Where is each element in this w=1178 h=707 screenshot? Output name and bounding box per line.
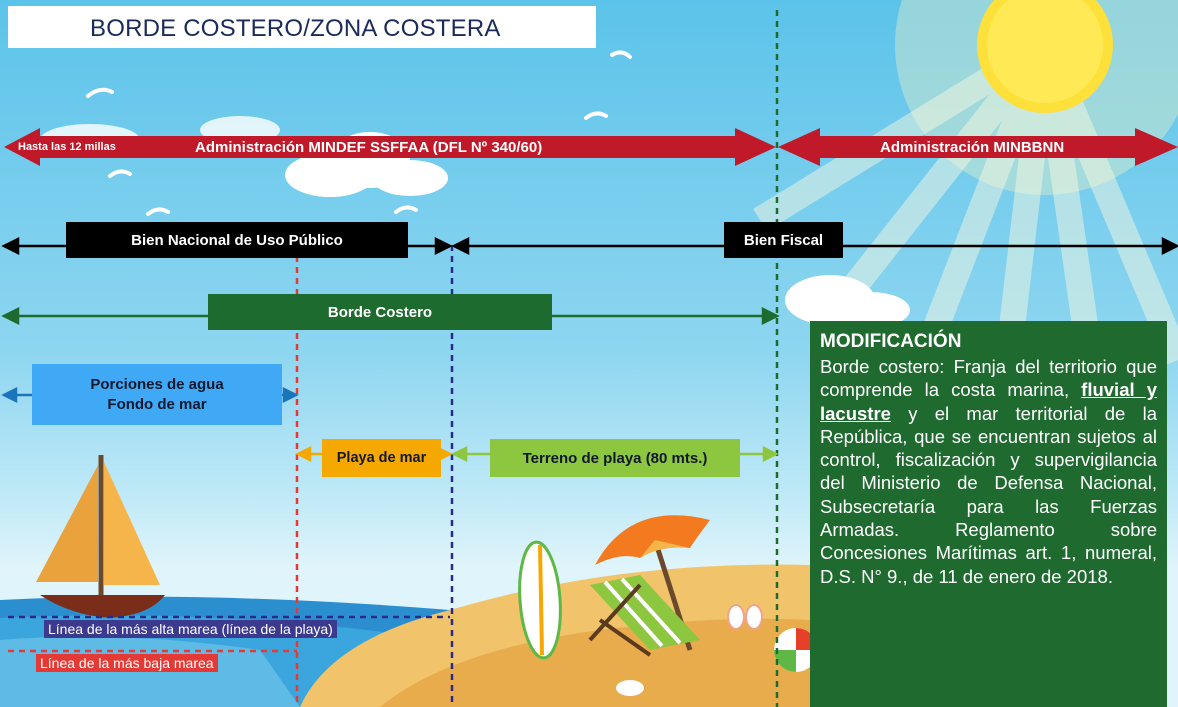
label-bien-fiscal: Bien Fiscal <box>724 222 843 258</box>
label-admin-mindef: Administración MINDEF SSFFAA (DFL Nº 340… <box>195 138 543 156</box>
modificacion-text-before: Borde costero: Franja del territorio que… <box>820 356 1157 401</box>
label-terreno-de-playa: Terreno de playa (80 mts.) <box>490 439 740 477</box>
sailboat-icon <box>36 455 165 618</box>
porciones-line2: Fondo de mar <box>107 395 207 413</box>
modificacion-box: MODIFICACIÓN Borde costero: Franja del t… <box>810 321 1167 707</box>
shell-icon <box>616 680 644 696</box>
modificacion-heading: MODIFICACIÓN <box>820 331 962 352</box>
admin-mindef-arrow <box>4 128 776 166</box>
label-playa-de-mar: Playa de mar <box>322 439 441 477</box>
admin-minbbnn-arrow <box>778 128 1178 166</box>
modificacion-text-after: y el mar territorial de la República, qu… <box>820 402 1157 587</box>
label-linea-baja-marea: Línea de la más baja marea <box>36 654 218 672</box>
title-box: BORDE COSTERO/ZONA COSTERA <box>8 6 596 48</box>
modificacion-underlined: fluvial y lacustre <box>820 379 1157 424</box>
label-linea-alta-marea: Línea de la más alta marea (línea de la … <box>44 620 337 638</box>
porciones-line1: Porciones de agua <box>90 375 224 393</box>
modificacion-text: Borde costero: Franja del territorio que… <box>820 355 1157 588</box>
label-hasta-12-millas: Hasta las 12 millas <box>18 141 116 153</box>
deck-chair-icon <box>588 575 700 657</box>
label-porciones-de-agua: Porciones de agua Fondo de mar <box>32 364 282 425</box>
surfboard-icon <box>518 540 562 660</box>
label-borde-costero: Borde Costero <box>208 294 552 330</box>
page-title: BORDE COSTERO/ZONA COSTERA <box>90 15 501 42</box>
label-admin-minbbnn: Administración MINBBNN <box>880 138 1065 156</box>
flip-flops-icon <box>727 604 763 630</box>
label-bien-nacional: Bien Nacional de Uso Público <box>66 222 408 258</box>
